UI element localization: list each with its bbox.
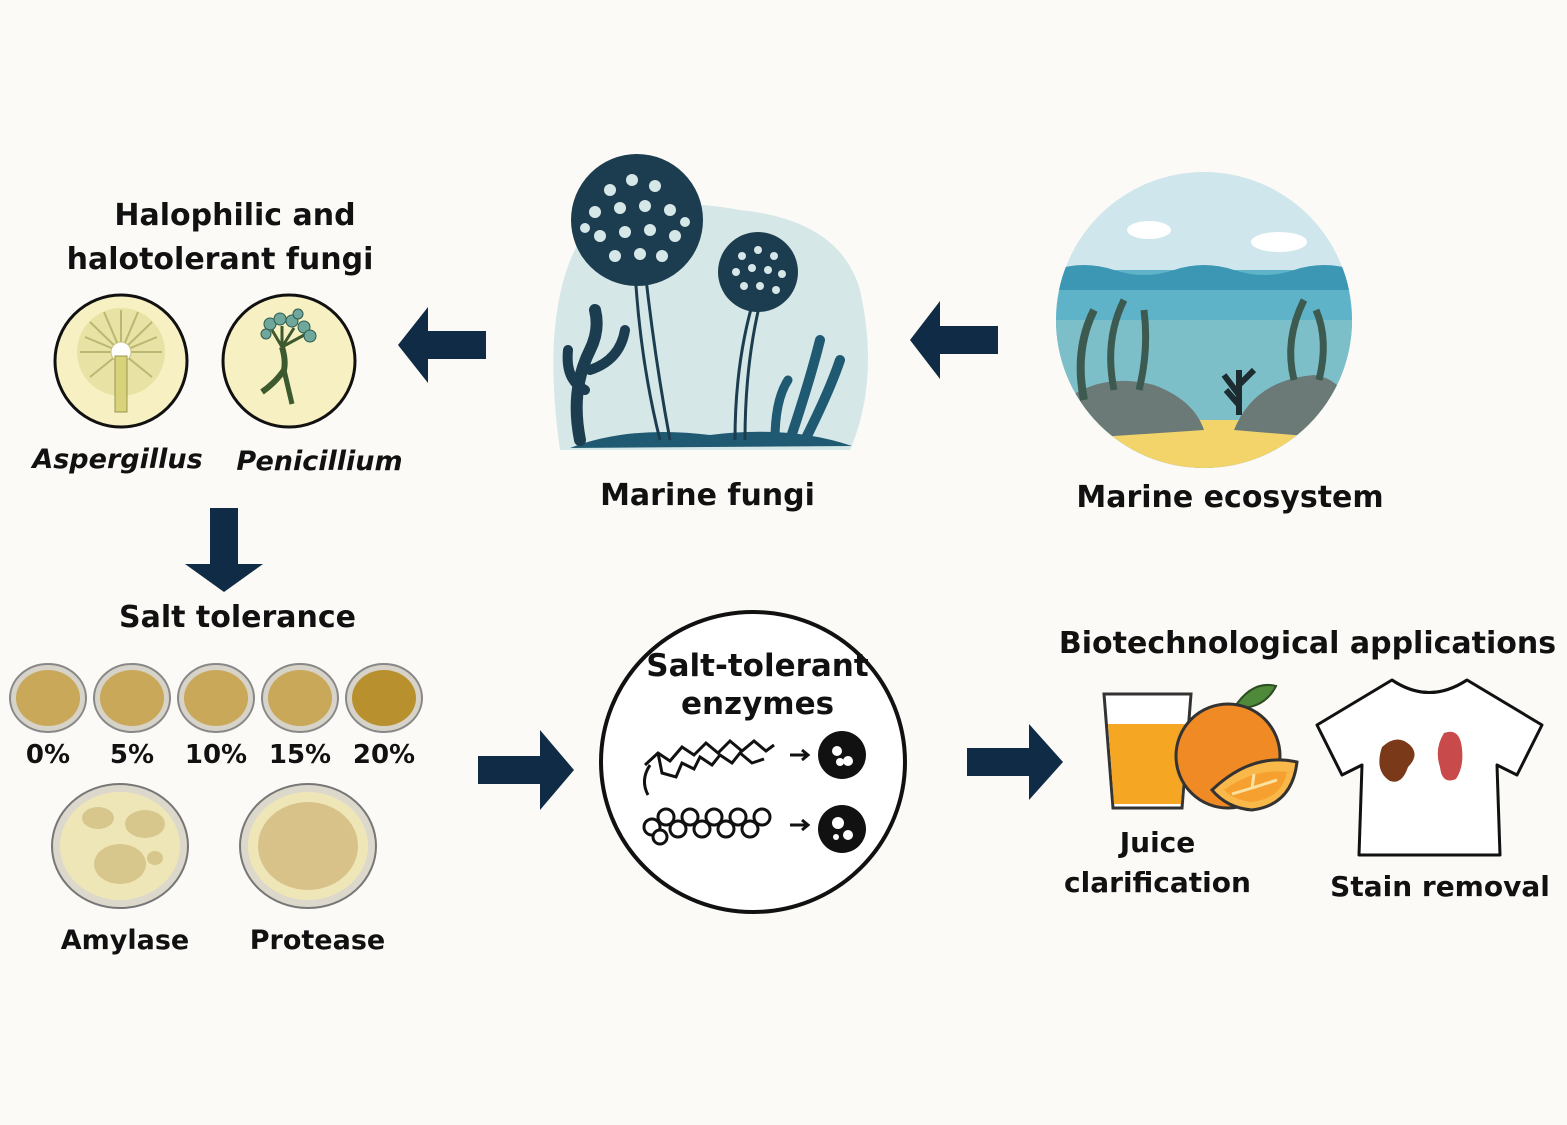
arrow-right-icon bbox=[967, 724, 1063, 800]
arrow-left-icon bbox=[910, 301, 998, 379]
tshirt-icon bbox=[1315, 678, 1544, 857]
arrow-right-icon bbox=[478, 730, 574, 810]
marine-ecosystem-label: Marine ecosystem bbox=[1076, 480, 1384, 515]
petri-dish-icon bbox=[345, 663, 423, 733]
salt-concentration-label: 10% bbox=[184, 740, 248, 770]
salt-tolerance-title: Salt tolerance bbox=[118, 600, 357, 635]
penicillium-label: Penicillium bbox=[236, 446, 403, 477]
aspergillus-label: Aspergillus bbox=[32, 444, 203, 475]
petri-dish-icon bbox=[9, 663, 87, 733]
orange-icon bbox=[1174, 684, 1299, 812]
halo-title-line1: Halophilic and bbox=[114, 198, 356, 233]
stain-removal-label: Stain removal bbox=[1330, 870, 1550, 903]
salt-concentration-label: 5% bbox=[109, 740, 155, 770]
salt-concentration-label: 0% bbox=[25, 740, 71, 770]
salt-concentration-label: 15% bbox=[268, 740, 332, 770]
petri-dish-icon bbox=[239, 783, 377, 909]
enzymes-title-line2: enzymes bbox=[680, 686, 835, 722]
protease-label: Protease bbox=[249, 925, 386, 956]
juice-label-line1: Juice bbox=[1119, 826, 1196, 859]
ocean-icon bbox=[1056, 172, 1352, 468]
enzymes-title-line1: Salt-tolerant bbox=[646, 648, 869, 684]
marine-fungi-label: Marine fungi bbox=[600, 478, 815, 513]
juice-label-line2: clarification bbox=[1064, 866, 1251, 899]
marine-fungi-icon bbox=[553, 154, 868, 450]
juice-icon bbox=[1102, 692, 1193, 810]
petri-dish-icon bbox=[51, 783, 189, 909]
halo-title-line2: halotolerant fungi bbox=[66, 242, 374, 277]
enzyme-icon bbox=[642, 731, 866, 853]
penicillium-icon bbox=[221, 293, 357, 429]
aspergillus-icon bbox=[53, 293, 189, 429]
arrow-left-icon bbox=[398, 307, 486, 383]
biotech-title: Biotechnological applications bbox=[1058, 626, 1557, 661]
petri-dish-icon bbox=[261, 663, 339, 733]
salt-concentration-label: 20% bbox=[352, 740, 416, 770]
amylase-label: Amylase bbox=[60, 925, 190, 956]
arrow-down-icon bbox=[185, 508, 263, 592]
petri-dish-icon bbox=[177, 663, 255, 733]
petri-dish-icon bbox=[93, 663, 171, 733]
